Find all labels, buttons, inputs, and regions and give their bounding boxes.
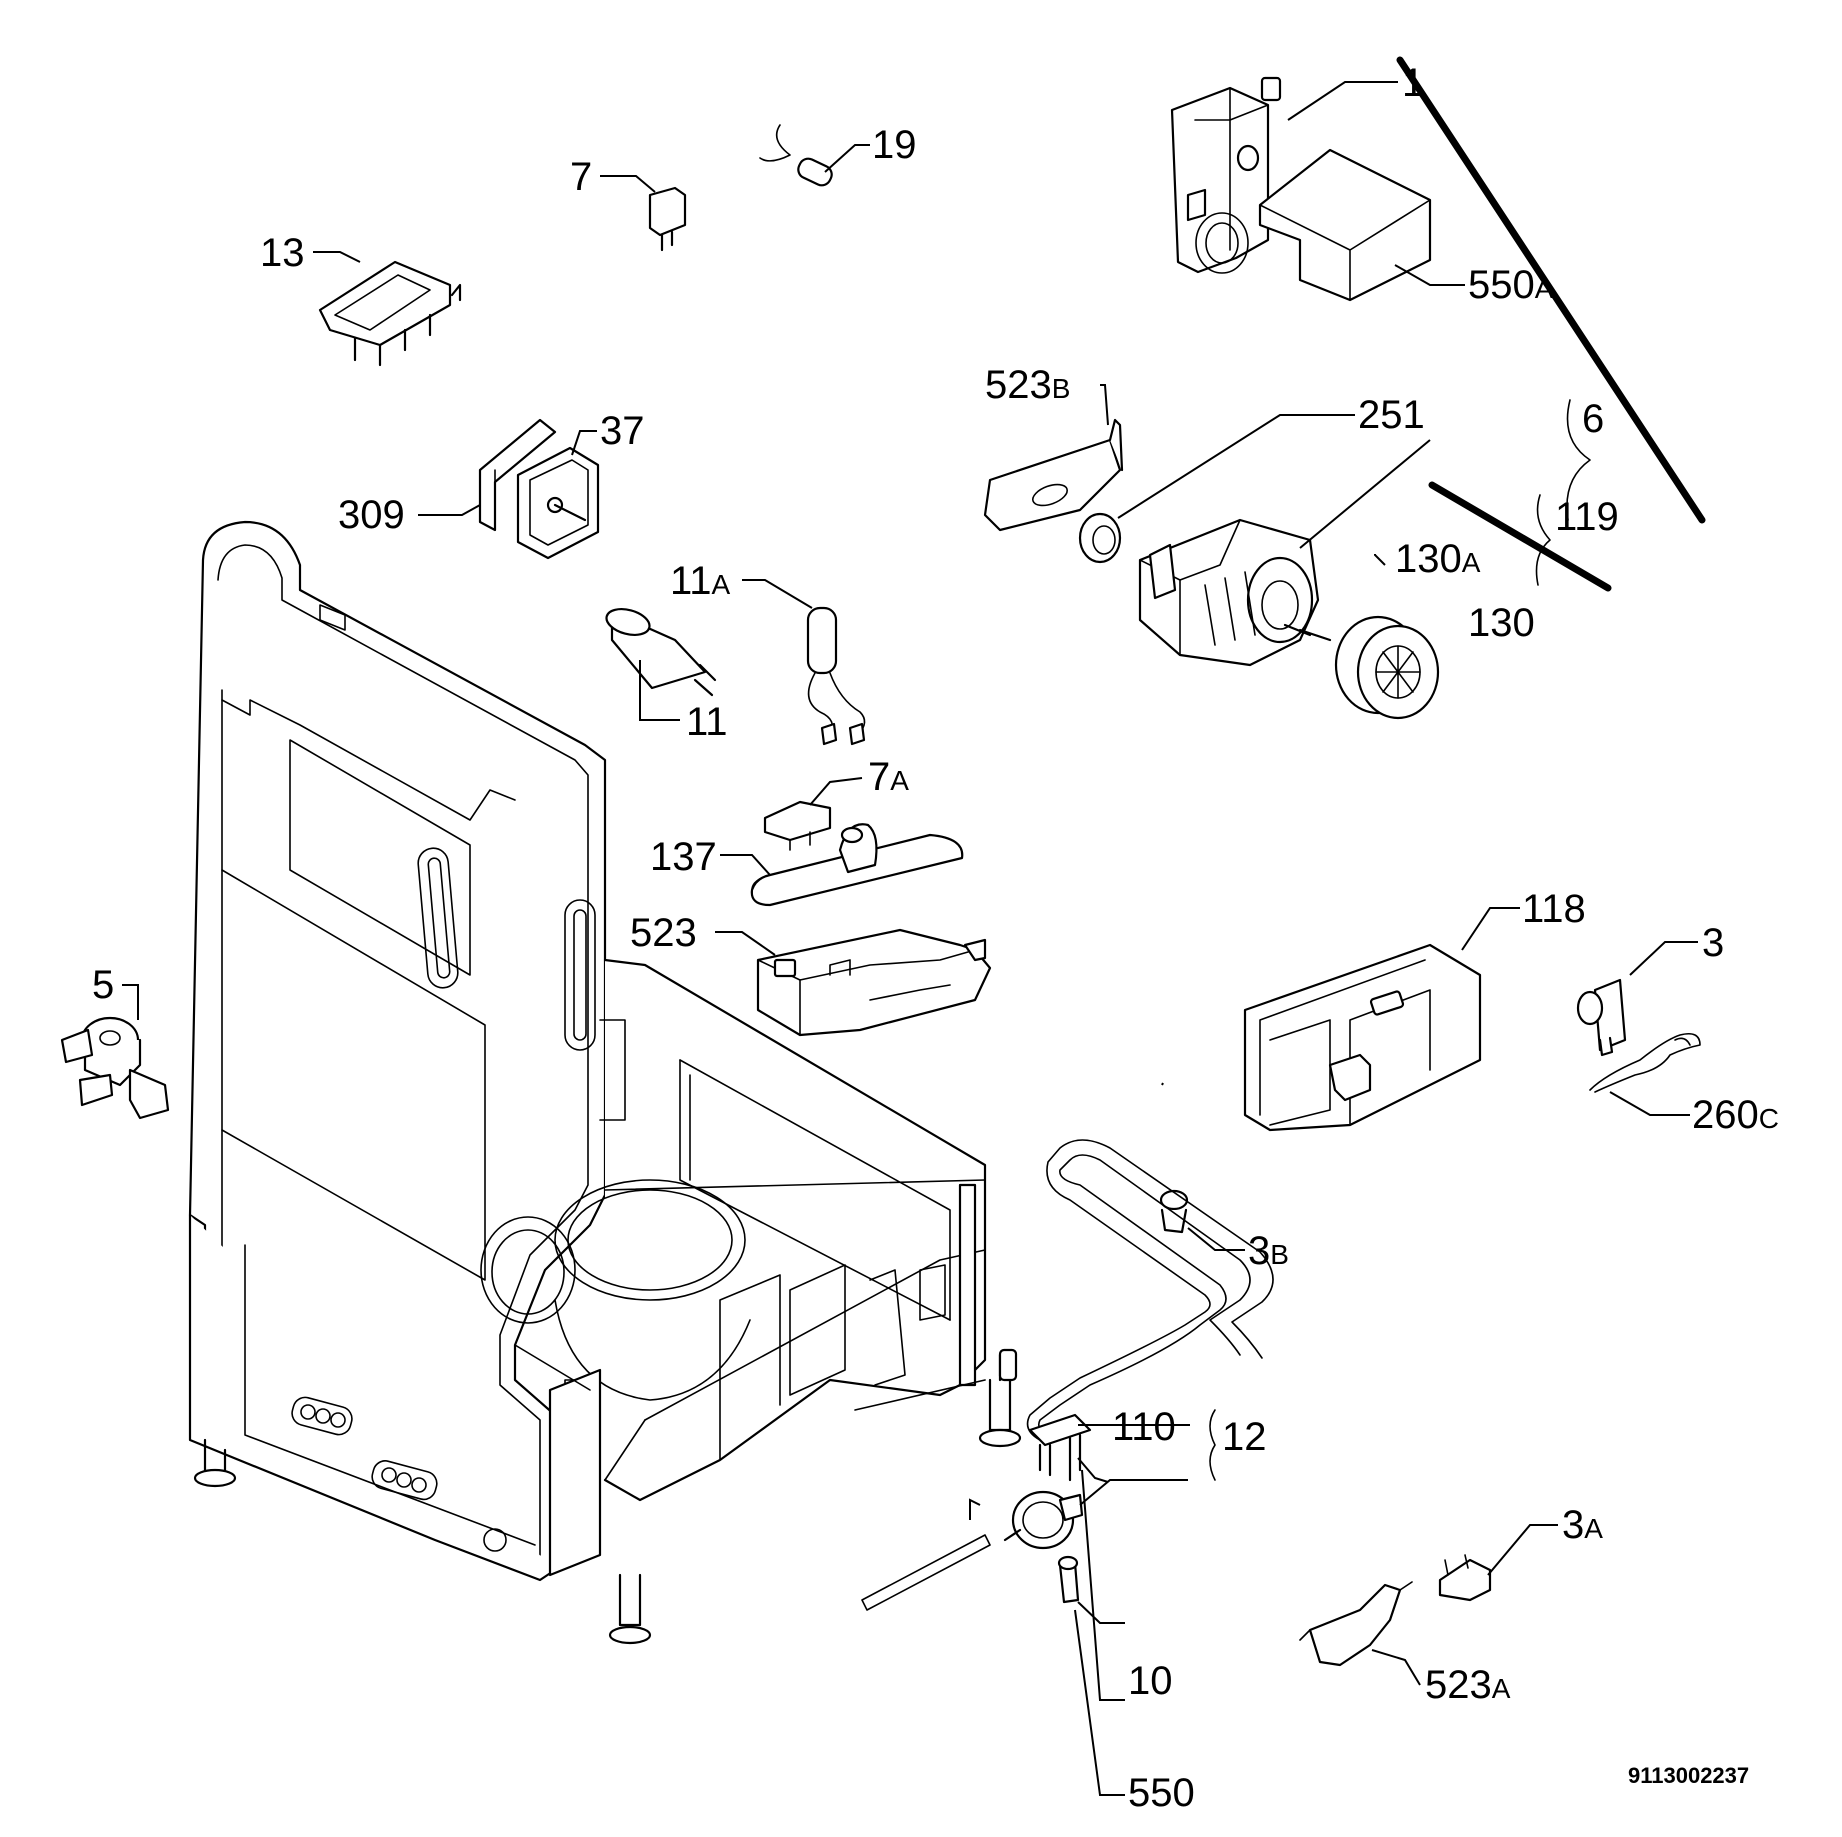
- label-110: 110: [1112, 1405, 1176, 1449]
- leader-lines: [122, 81, 1698, 1686]
- label-1: 1: [1402, 61, 1424, 105]
- inlet-valve-icon: [60, 1016, 170, 1120]
- label-13: 13: [260, 231, 305, 275]
- label-251: 251: [1358, 393, 1425, 437]
- clip-icon: [1589, 1032, 1701, 1093]
- label-119: 119: [1555, 495, 1619, 539]
- circulation-pump-motor-icon: [1138, 518, 1332, 667]
- detergent-dispenser-icon: [750, 823, 964, 907]
- label-5: 5: [92, 963, 114, 1007]
- float-switch-icon: [763, 800, 832, 851]
- dishwasher-frame: [188, 520, 1022, 1645]
- motor-bracket-icon: [1299, 1581, 1413, 1667]
- relay-icon: [478, 418, 600, 560]
- label-3a: 3A: [1562, 1503, 1603, 1547]
- label-3: 3: [1702, 921, 1724, 965]
- label-7: 7: [570, 155, 592, 199]
- thermostat-icon: [1159, 1189, 1189, 1234]
- detergent-dispenser-icon: [756, 928, 992, 1037]
- label-11: 11: [686, 700, 728, 744]
- salt-container-icon: [1243, 943, 1482, 1132]
- label-523: 523: [630, 911, 697, 955]
- label-130a: 130A: [1395, 537, 1481, 581]
- label-19: 19: [872, 123, 917, 167]
- control-timer-icon: [1170, 76, 1282, 274]
- impeller-icon: [1334, 615, 1440, 720]
- label-309: 309: [338, 493, 405, 537]
- label-11a: 11A: [670, 559, 731, 603]
- filter-capacitor-icon: [806, 606, 866, 746]
- document-id: 9113002237: [1628, 1763, 1749, 1788]
- label-523a: 523A: [1425, 1663, 1511, 1707]
- pressure-switch-icon: [861, 1490, 1084, 1611]
- electronic-module-icon: [1258, 148, 1432, 302]
- heating-element-icon: [1026, 1139, 1274, 1482]
- label-550: 550: [1128, 1771, 1195, 1815]
- capacitor-icon: [605, 607, 717, 697]
- leader-lines-bottom: [1074, 1469, 1125, 1796]
- label-12: 12: [1222, 1415, 1267, 1459]
- group-braces: [1209, 56, 1706, 1481]
- fixing-pin-icon: [1057, 1555, 1080, 1604]
- filter-capacitor-icon: [759, 124, 833, 187]
- label-260c: 260C: [1692, 1093, 1779, 1137]
- seal-icon: [1078, 512, 1122, 564]
- label-130: 130: [1468, 601, 1535, 645]
- part-labels: 1 550A 19 7 13 523B 251 6 119 130A 130 3…: [92, 61, 1779, 1815]
- label-137: 137: [650, 835, 717, 879]
- motor-bracket-icon: [983, 418, 1124, 532]
- microswitch-icon: [648, 186, 687, 252]
- label-523b: 523B: [985, 363, 1070, 407]
- label-3b: 3B: [1248, 1229, 1289, 1273]
- label-118: 118: [1522, 887, 1586, 931]
- thermostat-icon: [1438, 1554, 1492, 1602]
- label-10: 10: [1128, 1659, 1173, 1703]
- label-6: 6: [1582, 397, 1604, 441]
- label-550a: 550A: [1468, 263, 1554, 307]
- label-37: 37: [600, 409, 645, 453]
- switch-block-icon: [318, 260, 462, 367]
- thermostat-icon: [1576, 978, 1627, 1057]
- label-7a: 7A: [868, 755, 909, 799]
